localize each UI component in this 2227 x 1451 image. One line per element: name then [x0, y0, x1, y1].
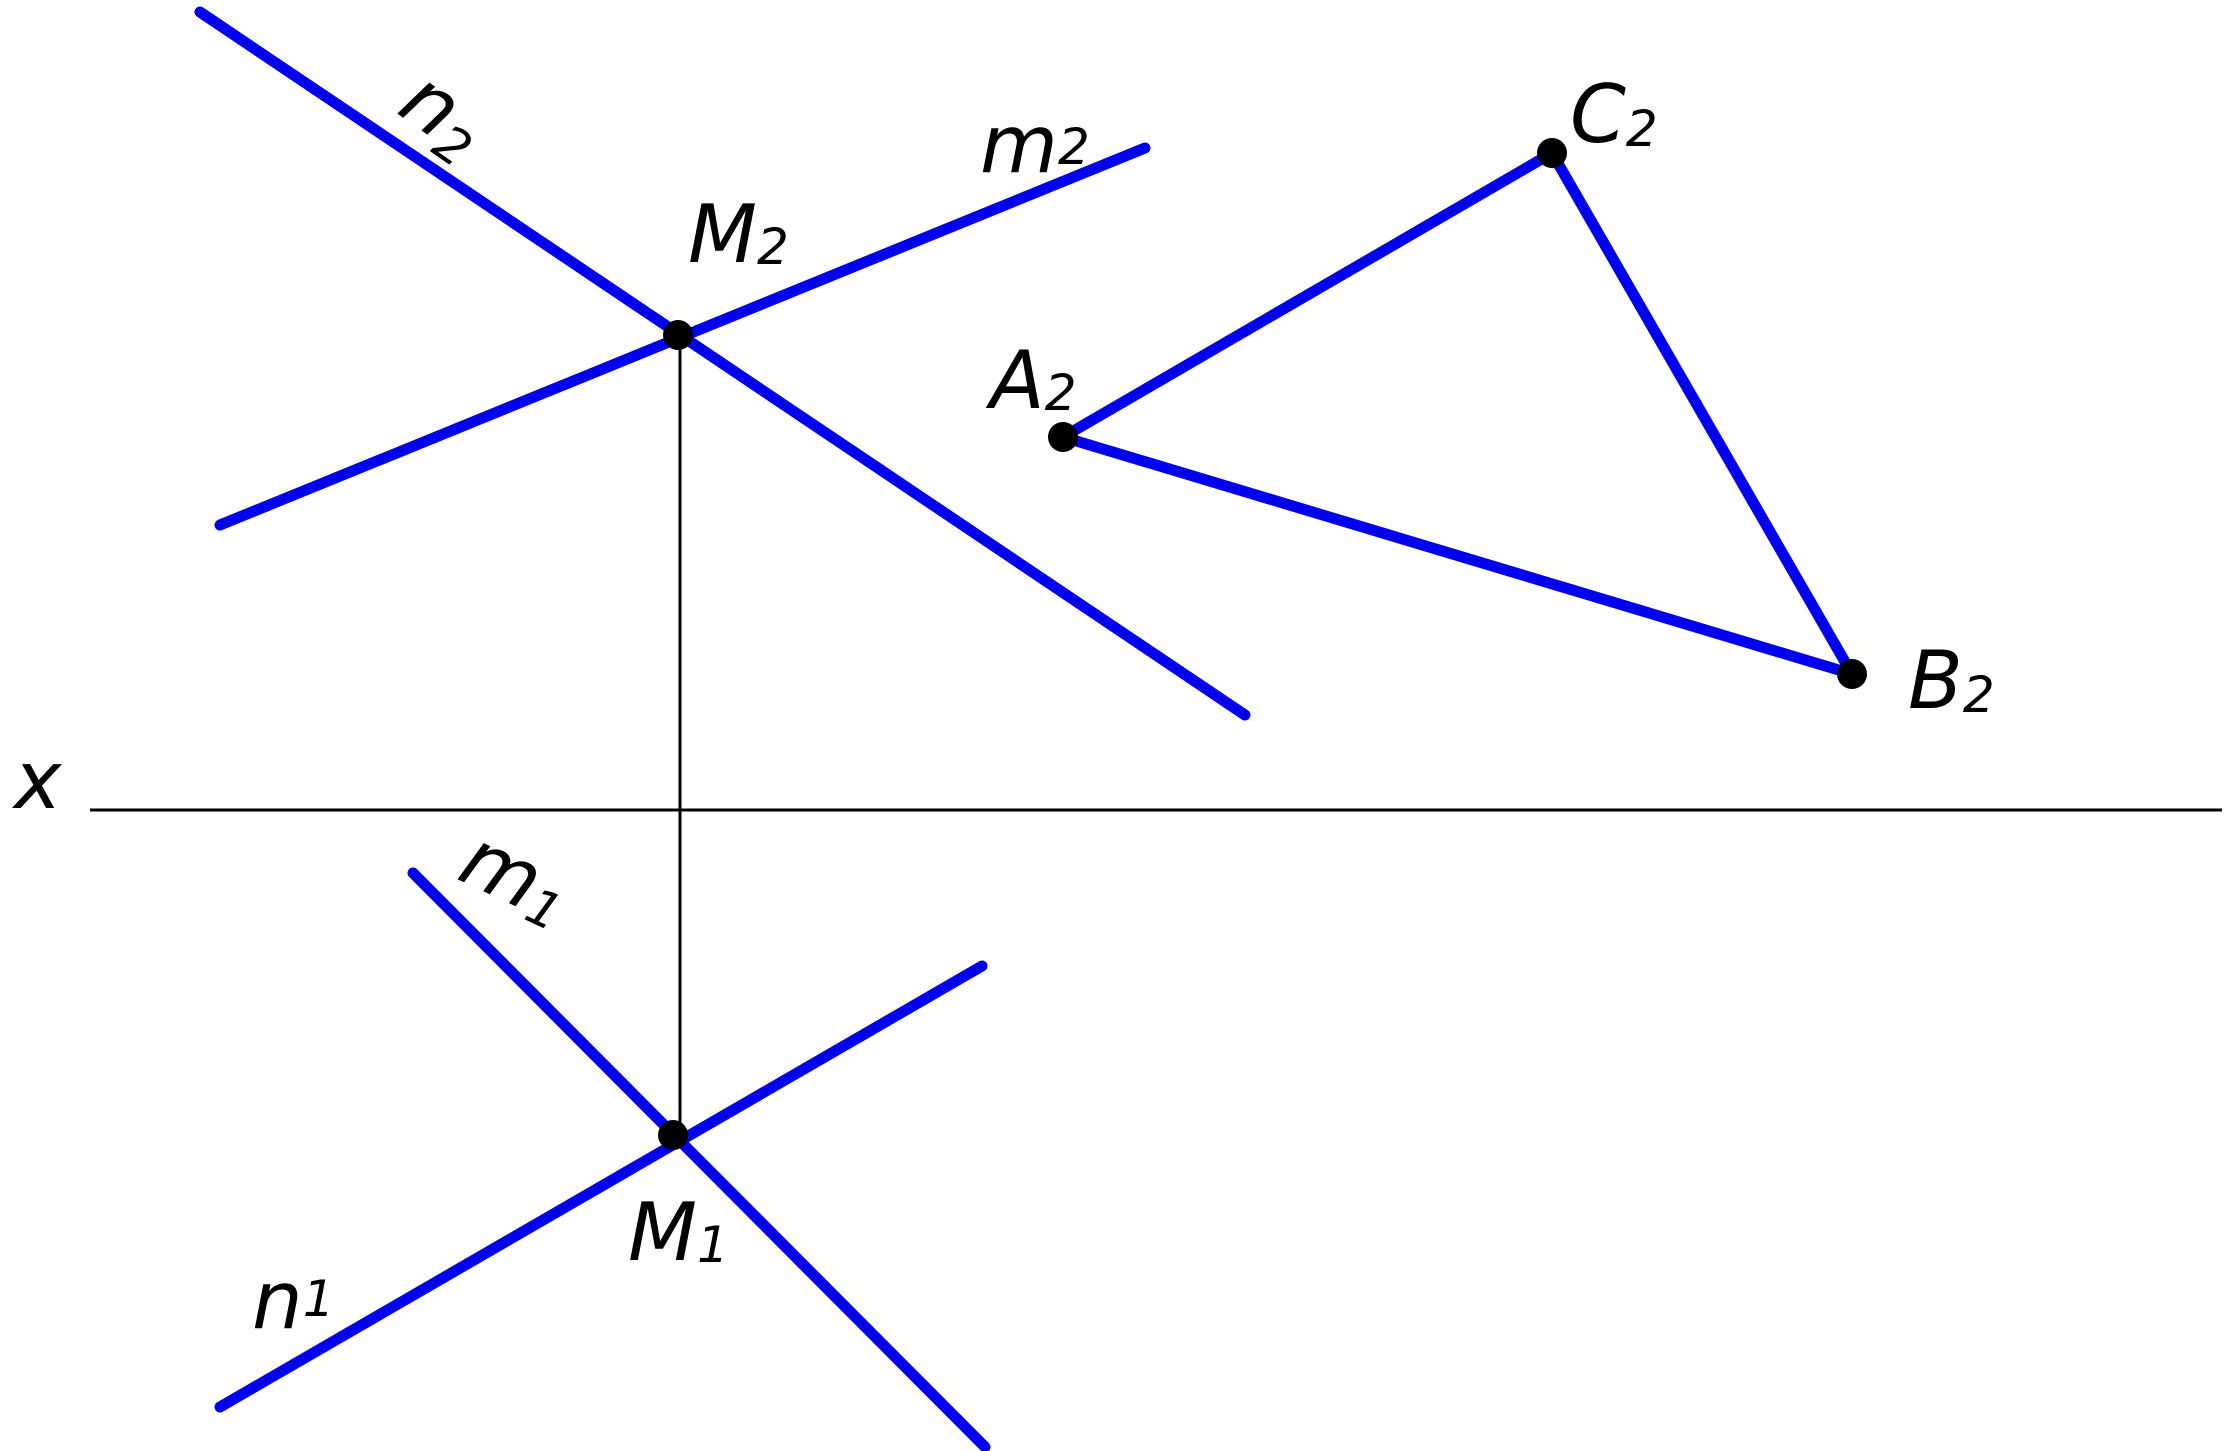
line-m1 — [407, 867, 991, 1451]
line-n2 — [194, 6, 1251, 721]
point-b2 — [1837, 659, 1867, 689]
triangle-side-a2b2 — [1057, 431, 1858, 680]
label-A2-sub: 2 — [1045, 364, 1077, 422]
line-n1 — [214, 960, 988, 1413]
label-n1-main: n — [252, 1254, 303, 1347]
label-n1-sub: 1 — [303, 1270, 335, 1328]
label-n2: n2 — [381, 51, 505, 179]
label-C2-main: C — [1570, 68, 1626, 161]
label-m2-main: m — [980, 98, 1058, 191]
label-m2-sub: 2 — [1058, 118, 1090, 176]
label-M1: M1 — [628, 1186, 729, 1279]
point-a2 — [1048, 422, 1078, 452]
label-n1: n1 — [252, 1254, 335, 1347]
label-M2-sub: 2 — [757, 218, 789, 276]
point-m2 — [663, 320, 693, 350]
point-c2 — [1537, 138, 1567, 168]
label-m2: m2 — [980, 98, 1090, 191]
label-B2-main: B — [1908, 634, 1963, 727]
label-B2-sub: 2 — [1963, 666, 1995, 724]
label-A2: A2 — [985, 334, 1077, 427]
label-B2: B2 — [1908, 634, 1995, 727]
label-M1-main: M — [628, 1186, 697, 1279]
x-axis-label: x — [11, 734, 63, 827]
label-C2: C2 — [1570, 68, 1658, 161]
triangle-side-c2b2 — [1546, 147, 1858, 680]
label-M2: M2 — [688, 188, 789, 281]
label-C2-sub: 2 — [1626, 100, 1658, 158]
label-M1-sub: 1 — [697, 1216, 729, 1274]
triangle-side-a2c2 — [1057, 147, 1558, 443]
point-m1 — [658, 1120, 688, 1150]
label-A2-main: A — [985, 334, 1045, 427]
label-M2-main: M — [688, 188, 757, 281]
